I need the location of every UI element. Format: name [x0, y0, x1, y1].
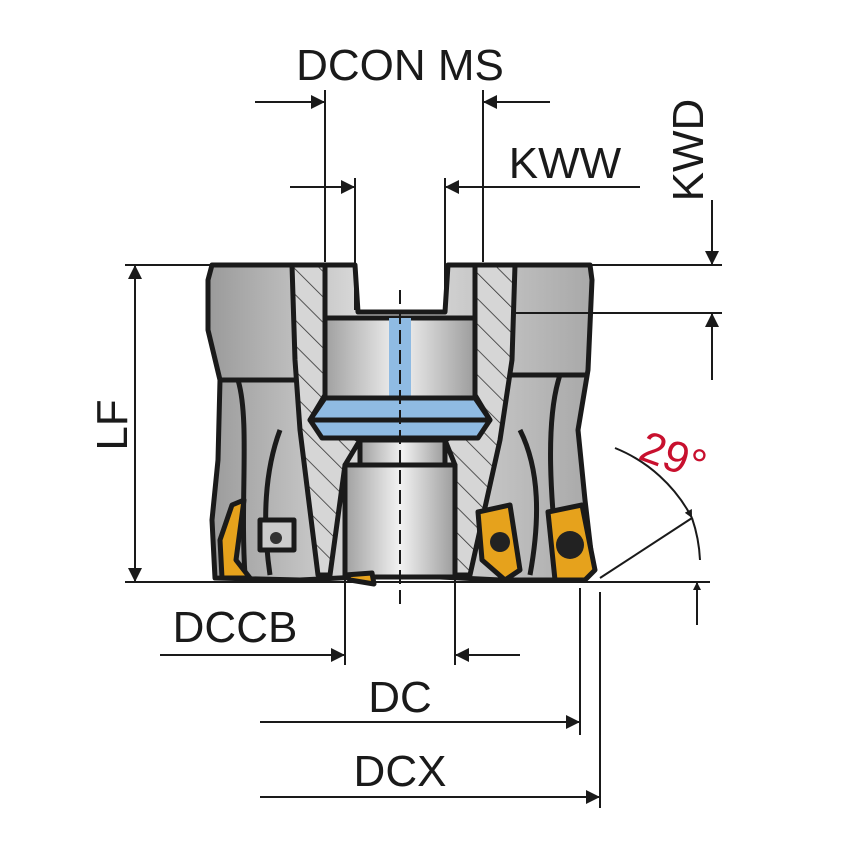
dim-dccb: DCCB [160, 580, 520, 665]
dim-dc: DC [260, 588, 581, 735]
label-kwd: KWD [664, 99, 713, 202]
dim-kww: KWW [290, 139, 640, 310]
label-dc: DC [368, 673, 432, 722]
dim-dcx: DCX [260, 592, 601, 808]
dim-dcon-ms: DCON MS [255, 41, 550, 262]
dim-angle: 29° [599, 422, 713, 625]
cutting-inserts [217, 497, 598, 587]
dim-lf: LF [88, 264, 710, 583]
label-dcon-ms: DCON MS [296, 41, 504, 90]
dim-kwd: KWD [515, 99, 722, 380]
label-dcx: DCX [354, 747, 447, 796]
label-dccb: DCCB [173, 603, 298, 652]
neck-bore [357, 437, 448, 468]
label-angle: 29° [633, 422, 712, 491]
label-kww: KWW [509, 139, 622, 188]
label-lf: LF [88, 399, 137, 450]
